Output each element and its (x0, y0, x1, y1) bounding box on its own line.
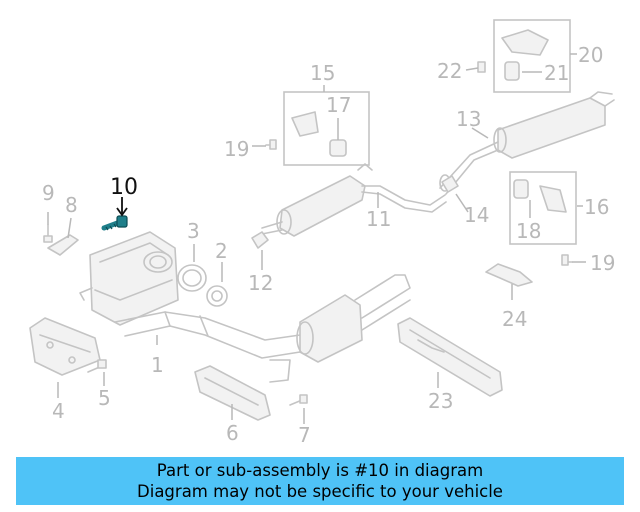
small-fasteners (43, 61, 573, 406)
callout-12: 12 (248, 271, 273, 295)
gaskets (177, 264, 228, 307)
callout-23: 23 (428, 389, 453, 413)
hanger-16 (513, 179, 567, 213)
callout-24: 24 (502, 307, 527, 331)
heat-shield-23 (397, 317, 503, 397)
callout-7: 7 (298, 423, 311, 447)
group-box-16 (509, 171, 577, 245)
callout-4: 4 (52, 399, 65, 423)
bracket-24 (485, 263, 533, 287)
callout-labels: 1 2 3 4 5 6 7 8 9 10 11 12 13 14 15 16 1… (42, 43, 615, 447)
info-banner: Part or sub-assembly is #10 in diagram D… (16, 457, 624, 505)
callout-14: 14 (464, 203, 489, 227)
highlighted-bolt-10[interactable] (101, 197, 128, 231)
callout-13: 13 (456, 107, 481, 131)
front-pipe (114, 311, 301, 359)
heat-shield-6 (194, 365, 271, 421)
banner-line-1: Part or sub-assembly is #10 in diagram (156, 461, 484, 480)
banner-line-2: Diagram may not be specific to your vehi… (137, 482, 503, 501)
callout-19b: 19 (590, 251, 615, 275)
callout-19a: 19 (224, 137, 249, 161)
hanger-15 (291, 111, 347, 157)
bracket-8 (47, 234, 79, 256)
callout-18: 18 (516, 219, 541, 243)
callout-5: 5 (98, 386, 111, 410)
center-catalyst (269, 274, 411, 383)
catalytic-converter (79, 231, 179, 326)
group-box-20 (493, 19, 571, 93)
leader-lines (47, 53, 586, 424)
callout-1: 1 (151, 353, 164, 377)
bracket-4 (29, 317, 101, 376)
callout-10[interactable]: 10 (110, 175, 138, 200)
group-box-15 (283, 91, 370, 166)
callout-15: 15 (310, 61, 335, 85)
callout-11: 11 (366, 207, 391, 231)
intermediate-muffler (261, 163, 447, 237)
callout-2: 2 (215, 239, 228, 263)
callout-21: 21 (544, 61, 569, 85)
callout-16: 16 (584, 195, 609, 219)
callout-3: 3 (187, 219, 200, 243)
callout-22: 22 (437, 59, 462, 83)
callout-6: 6 (226, 421, 239, 445)
rear-muffler (439, 91, 615, 195)
callout-17: 17 (326, 93, 351, 117)
callout-9: 9 (42, 181, 55, 205)
callout-8: 8 (65, 193, 78, 217)
hanger-20 (501, 29, 549, 81)
callout-20: 20 (578, 43, 603, 67)
